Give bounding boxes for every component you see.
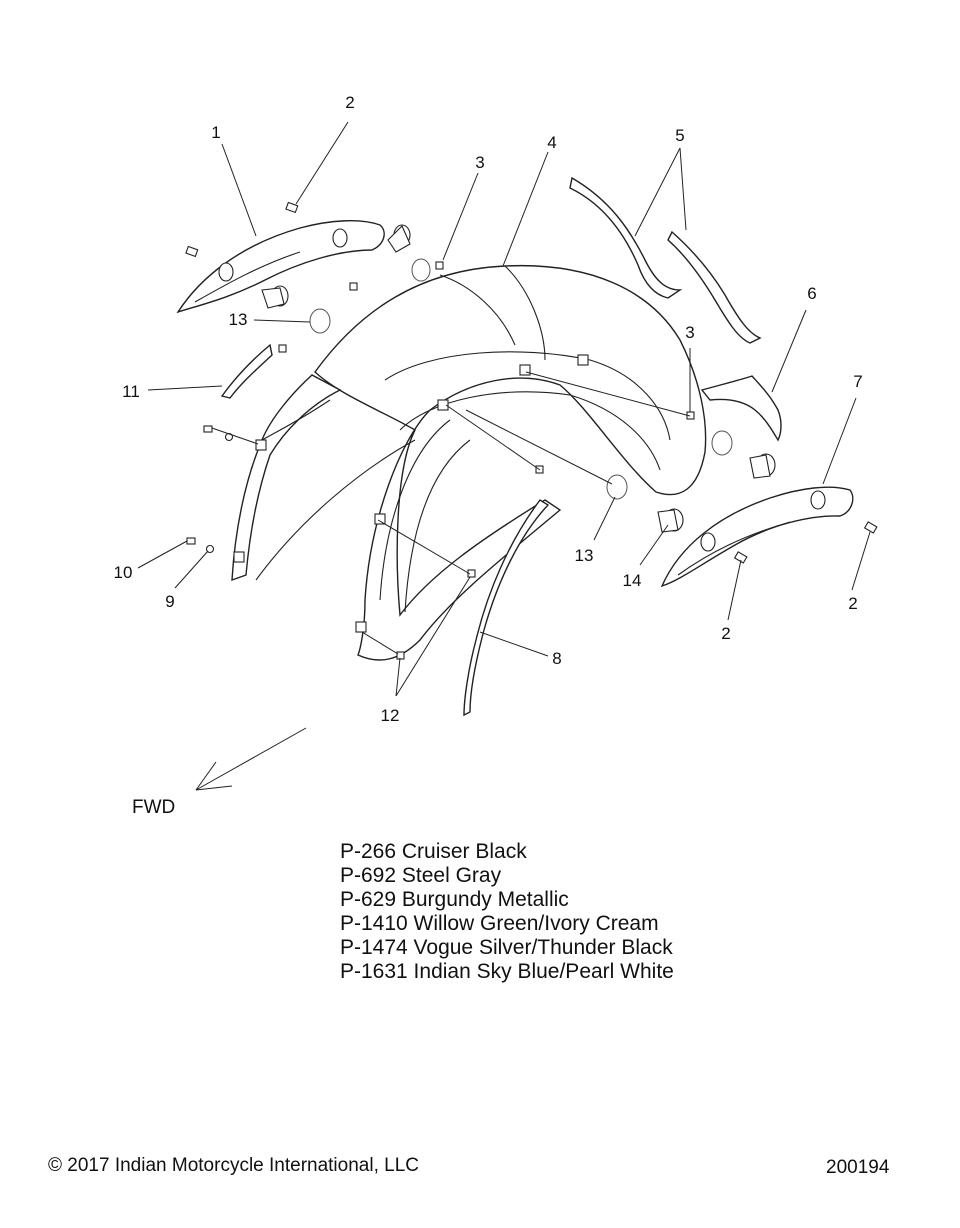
copyright-notice: © 2017 Indian Motorcycle International, … (48, 1155, 419, 1176)
callouts: 1 2 3 4 5 6 7 3 13 11 10 9 13 14 2 2 8 1… (114, 93, 863, 725)
trim-rail-lower-right (660, 486, 854, 588)
trim-rail-upper-left (176, 220, 385, 314)
bushing-mid-left (261, 285, 289, 309)
callout-8: 8 (552, 649, 561, 668)
color-option: P-1631 Indian Sky Blue/Pearl White (340, 960, 674, 983)
color-option: P-266 Cruiser Black (340, 840, 527, 863)
callout-2-right: 2 (848, 594, 857, 613)
color-option: P-629 Burgundy Metallic (340, 888, 569, 911)
callout-11: 11 (122, 382, 140, 401)
paint-color-options: P-266 Cruiser Black P-692 Steel Gray P-6… (340, 840, 674, 984)
plugs (309, 258, 733, 500)
callout-7: 7 (853, 372, 862, 391)
trim-strips (569, 176, 762, 344)
small-trim-piece (220, 343, 273, 399)
callout-14: 14 (623, 571, 642, 590)
bushings (261, 224, 776, 533)
leader-lines (137, 121, 871, 697)
callout-13-left: 13 (229, 310, 248, 329)
callout-3-top: 3 (475, 153, 484, 172)
bushing-upper-left (387, 224, 411, 253)
bushing-right-lower (657, 508, 684, 533)
callout-13-right: 13 (575, 546, 594, 565)
callout-4: 4 (547, 133, 556, 152)
forward-arrow: FWD (132, 727, 307, 818)
callout-2-lower: 2 (721, 624, 730, 643)
callout-6: 6 (807, 284, 816, 303)
color-option: P-1474 Vogue Silver/Thunder Black (340, 936, 673, 959)
forward-label: FWD (132, 797, 175, 818)
color-option: P-1410 Willow Green/Ivory Cream (340, 912, 659, 935)
color-option: P-692 Steel Gray (340, 864, 502, 887)
callout-1: 1 (211, 123, 220, 142)
fender-emblem (700, 375, 782, 442)
bushing-right-upper (749, 453, 776, 479)
callout-9: 9 (165, 592, 174, 611)
callout-12: 12 (381, 706, 400, 725)
callout-10: 10 (114, 563, 133, 582)
fasteners (185, 201, 878, 660)
side-panel-left (231, 374, 342, 582)
drawing-number: 200194 (826, 1157, 890, 1178)
callout-5: 5 (675, 126, 684, 145)
callout-2-top: 2 (345, 93, 354, 112)
callout-3-right: 3 (685, 323, 694, 342)
lower-trim-strip (463, 499, 550, 717)
